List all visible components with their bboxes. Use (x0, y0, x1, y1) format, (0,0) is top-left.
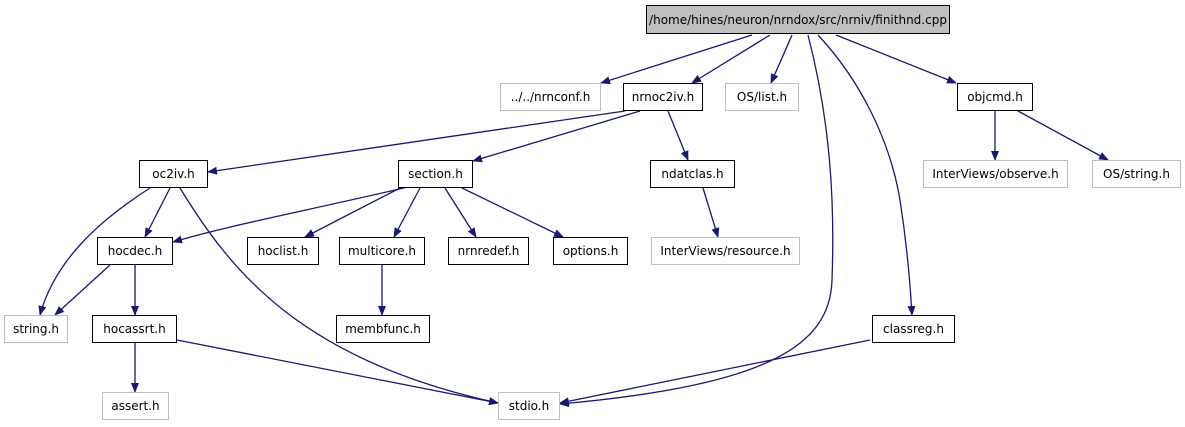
node-finithnd: /home/hines/neuron/nrndox/src/nrniv/fini… (646, 5, 950, 34)
edge-nrnoc2iv-to-oc2iv (207, 110, 626, 175)
node-nrnconf: ../../nrnconf.h (500, 83, 601, 111)
node-stringh: string.h (4, 315, 68, 343)
edge-section-to-nrnredef (444, 187, 477, 238)
edge-oc2iv-to-stringh (38, 187, 151, 316)
node-nrnoc2iv[interactable]: nrnoc2iv.h (623, 83, 703, 111)
node-observe: InterViews/observe.h (923, 160, 1068, 188)
edge-hocdec-to-stringh (54, 264, 111, 316)
edge-section-to-options (461, 187, 564, 238)
edge-ndatclas-to-resource (702, 187, 720, 238)
node-membfunc[interactable]: membfunc.h (336, 315, 430, 343)
node-hocdec[interactable]: hocdec.h (97, 237, 173, 265)
node-stdio: stdio.h (498, 392, 560, 420)
edge-section-to-hoclist (304, 187, 401, 238)
edge-finithnd-to-stdio (559, 34, 834, 408)
node-oslist: OS/list.h (725, 83, 799, 111)
edge-classreg-to-stdio (559, 339, 871, 406)
node-multicore[interactable]: multicore.h (339, 237, 425, 265)
edge-oc2iv-to-hocdec (144, 187, 171, 238)
node-section[interactable]: section.h (398, 160, 473, 188)
edge-nrnoc2iv-to-section (472, 110, 641, 163)
edge-finithnd-to-objcmd (835, 34, 957, 84)
edge-objcmd-to-osstring (1017, 110, 1109, 161)
node-classreg[interactable]: classreg.h (872, 315, 955, 343)
edge-section-to-hocdec (172, 186, 409, 244)
node-nrnredef[interactable]: nrnredef.h (448, 237, 529, 265)
edge-hocassrt-to-stdio (176, 339, 499, 406)
edge-nrnoc2iv-to-ndatclas (667, 110, 689, 161)
edge-finithnd-to-nrnoc2iv (691, 34, 771, 84)
node-resource: InterViews/resource.h (651, 237, 800, 265)
node-objcmd[interactable]: objcmd.h (957, 83, 1033, 111)
node-assert: assert.h (102, 392, 169, 420)
edge-oc2iv-to-stdio (179, 187, 499, 405)
node-oc2iv[interactable]: oc2iv.h (139, 160, 208, 188)
edge-finithnd-to-oslist (770, 34, 793, 84)
node-options[interactable]: options.h (553, 237, 628, 265)
node-hocassrt[interactable]: hocassrt.h (92, 315, 177, 343)
node-ndatclas[interactable]: ndatclas.h (650, 160, 735, 188)
edge-finithnd-to-classreg (817, 34, 916, 316)
edge-finithnd-to-nrnconf (600, 34, 753, 85)
node-hoclist[interactable]: hoclist.h (247, 237, 319, 265)
edge-section-to-multicore (393, 187, 421, 238)
node-osstring: OS/string.h (1092, 160, 1181, 188)
